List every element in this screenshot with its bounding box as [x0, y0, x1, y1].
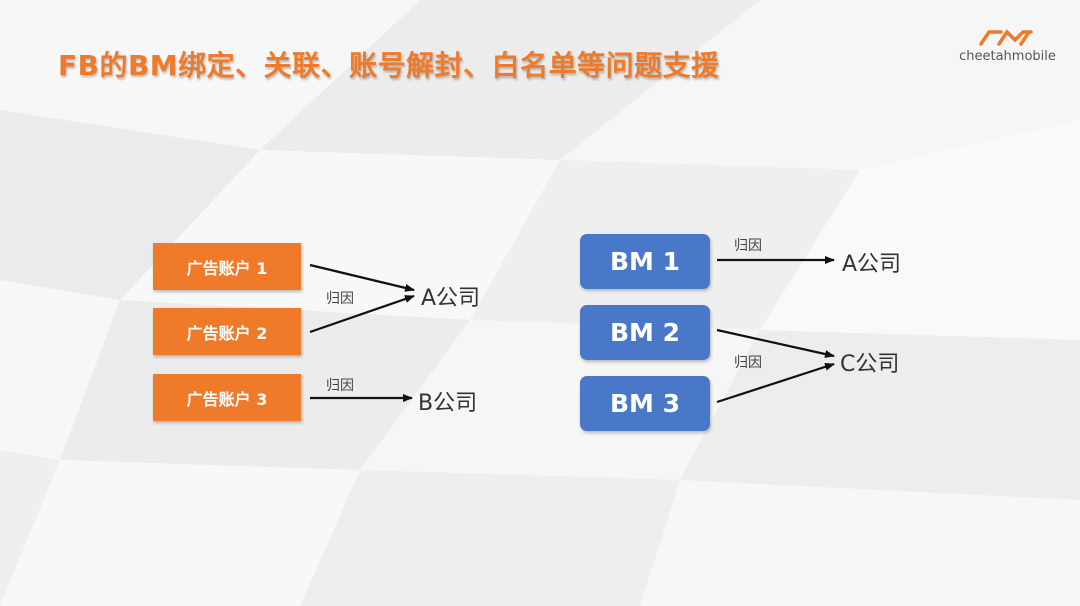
attribution-label-left-bottom: 归因 — [326, 378, 354, 394]
attribution-label-right-bottom: 归因 — [734, 355, 762, 371]
company-c: C公司 — [840, 352, 900, 377]
company-b: B公司 — [418, 391, 478, 416]
attribution-label-right-top: 归因 — [734, 238, 762, 254]
arrow-account2-to-a — [309, 294, 415, 334]
cm-logo-icon — [979, 29, 1033, 46]
bm-2-box: BM 2 — [580, 305, 710, 360]
ad-account-1-box: 广告账户 1 — [153, 243, 301, 290]
cheetah-mobile-logo: cheetahmobile — [955, 28, 1060, 68]
bm-3-box: BM 3 — [580, 376, 710, 431]
logo-wordmark: cheetahmobile — [959, 49, 1056, 64]
slide-title: FB的BM绑定、关联、账号解封、白名单等问题支援 — [58, 49, 720, 82]
bm-1-box: BM 1 — [580, 234, 710, 289]
ad-account-3-box: 广告账户 3 — [153, 374, 301, 421]
company-a-right: A公司 — [842, 252, 902, 277]
ad-account-2-box: 广告账户 2 — [153, 308, 301, 355]
arrow-bm2-to-c — [716, 328, 835, 358]
arrow-bm3-to-c — [716, 362, 835, 404]
attribution-label-left-top: 归因 — [326, 291, 354, 307]
company-a-left: A公司 — [421, 286, 481, 311]
arrow-account1-to-a — [309, 263, 415, 292]
